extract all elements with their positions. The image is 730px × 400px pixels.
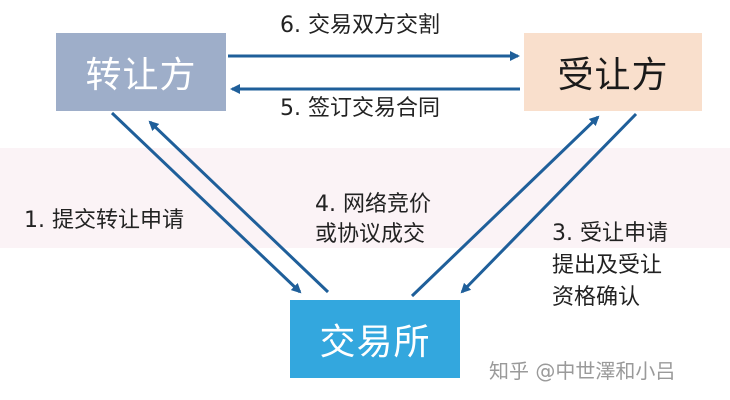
author-credit: 知乎 @中世澤和小吕	[489, 359, 676, 383]
label-step1: 1. 提交转让申请	[24, 208, 184, 233]
node-transferee: 受让方	[524, 33, 702, 111]
label-step4-line1: 4. 网络竞价	[315, 192, 431, 217]
label-step3-line3: 资格确认	[552, 285, 641, 310]
arrow-step1	[110, 111, 302, 294]
node-transferor: 转让方	[56, 33, 226, 111]
label-step6: 6. 交易双方交割	[280, 13, 440, 38]
label-step4-line2: 或协议成交	[315, 222, 426, 247]
arrow-exchange-to-transferee	[410, 115, 600, 298]
node-transferee-label: 受让方	[557, 55, 669, 96]
node-transferor-label: 转让方	[85, 55, 197, 96]
label-step3: 3. 受让申请 提出及受让 资格确认	[552, 218, 668, 314]
arrow-step4	[148, 120, 330, 294]
watermark-band	[0, 148, 730, 248]
label-step4: 4. 网络竞价 或协议成交	[315, 190, 431, 250]
label-step3-line2: 提出及受让	[552, 253, 663, 278]
arrow-step3	[460, 112, 638, 294]
node-exchange-label: 交易所	[319, 322, 431, 363]
node-exchange: 交易所	[290, 300, 460, 378]
label-step3-line1: 3. 受让申请	[552, 221, 668, 246]
label-step5: 5. 签订交易合同	[280, 96, 440, 121]
